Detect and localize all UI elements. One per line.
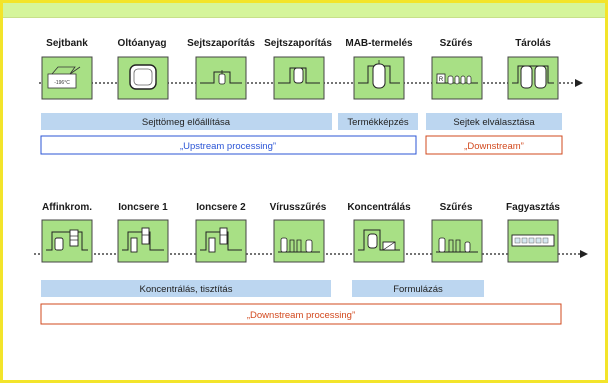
step-box-ioncsere-2: [195, 219, 247, 263]
ion-exchange-icon: [200, 227, 242, 253]
row-2: Affinkrom. Ioncsere 1 Ioncsere 2 Vírussz…: [34, 202, 588, 325]
step-box-sejtbank: -196°C: [41, 56, 93, 100]
step-label: MAB-termelés: [345, 38, 413, 49]
phase-box-downstream: [425, 135, 563, 155]
row-1-arrowhead: [575, 79, 583, 87]
phase-label: „Upstream processing”: [180, 141, 276, 152]
step-box-mab-termeles: [353, 56, 405, 100]
row-1: Sejtbank Oltóanyag Sejtszaporítás Sejtsz…: [39, 38, 583, 155]
top-bar: [3, 3, 605, 18]
bioreactor-large-icon: [278, 67, 320, 84]
stage-band: [41, 280, 331, 297]
step-box-virusszures: [273, 219, 325, 263]
phase-box-downstream-processing: [40, 303, 562, 325]
step-label: Sejtbank: [46, 38, 88, 49]
step-label: Szűrés: [440, 202, 473, 213]
phase-label: „Downstream”: [464, 141, 524, 152]
stage-band-label: Formulázás: [393, 284, 443, 295]
step-label: Tárolás: [515, 38, 551, 49]
ion-exchange-icon: [122, 227, 164, 253]
row-2-arrowhead: [580, 250, 588, 258]
step-box-szures-2: [431, 219, 483, 263]
step-box-ioncsere-1: [117, 219, 169, 263]
step-box-oltoanyag: [117, 56, 169, 100]
stage-band: [338, 113, 418, 130]
step-box-koncentralas: [353, 219, 405, 263]
stage-band: [426, 113, 562, 130]
flask-icon: [129, 64, 157, 90]
filtration-icon: R: [436, 73, 478, 85]
phase-box-upstream: [40, 135, 417, 155]
step-box-fagyasztas: [507, 219, 559, 263]
stage-band-label: Sejttömeg előállítása: [142, 117, 231, 128]
step-label: Koncentrálás: [347, 202, 411, 213]
filtration-icon: [436, 237, 478, 253]
step-box-sejtszaporitas-2: [273, 56, 325, 100]
virus-filter-icon: [278, 237, 320, 253]
step-box-affinkrom: [41, 219, 93, 263]
step-label: Szűrés: [440, 38, 473, 49]
phase-label: „Downstream processing”: [247, 310, 355, 321]
freezer-icon: [47, 66, 81, 89]
stage-band: [41, 113, 332, 130]
step-label: Affinkrom.: [42, 202, 92, 213]
step-box-sejtszaporitas-1: [195, 56, 247, 100]
svg-text:R: R: [439, 77, 444, 83]
freezing-rack-icon: [511, 234, 555, 247]
step-label: Ioncsere 1: [118, 202, 168, 213]
stage-band-label: Koncentrálás, tisztítás: [140, 284, 233, 295]
step-box-szures-1: R: [431, 56, 483, 100]
step-label: Sejtszaporítás: [187, 38, 255, 49]
step-label: Fagyasztás: [506, 202, 560, 213]
affinity-column-icon: [46, 229, 88, 251]
step-label: Vírusszűrés: [270, 202, 327, 213]
temperature-label: -196°C: [54, 80, 70, 86]
step-label: Ioncsere 2: [196, 202, 246, 213]
bioreactor-small-icon: [200, 70, 242, 85]
production-reactor-icon: [358, 60, 400, 89]
storage-tanks-icon: [512, 65, 554, 89]
stage-band-label: Termékképzés: [347, 117, 408, 128]
step-box-tarolas: [507, 56, 559, 100]
step-label: Oltóanyag: [118, 38, 167, 49]
stage-band-label: Sejtek elválasztása: [453, 117, 535, 128]
concentration-icon: [358, 229, 400, 251]
stage-band: [352, 280, 484, 297]
step-label: Sejtszaporítás: [264, 38, 332, 49]
